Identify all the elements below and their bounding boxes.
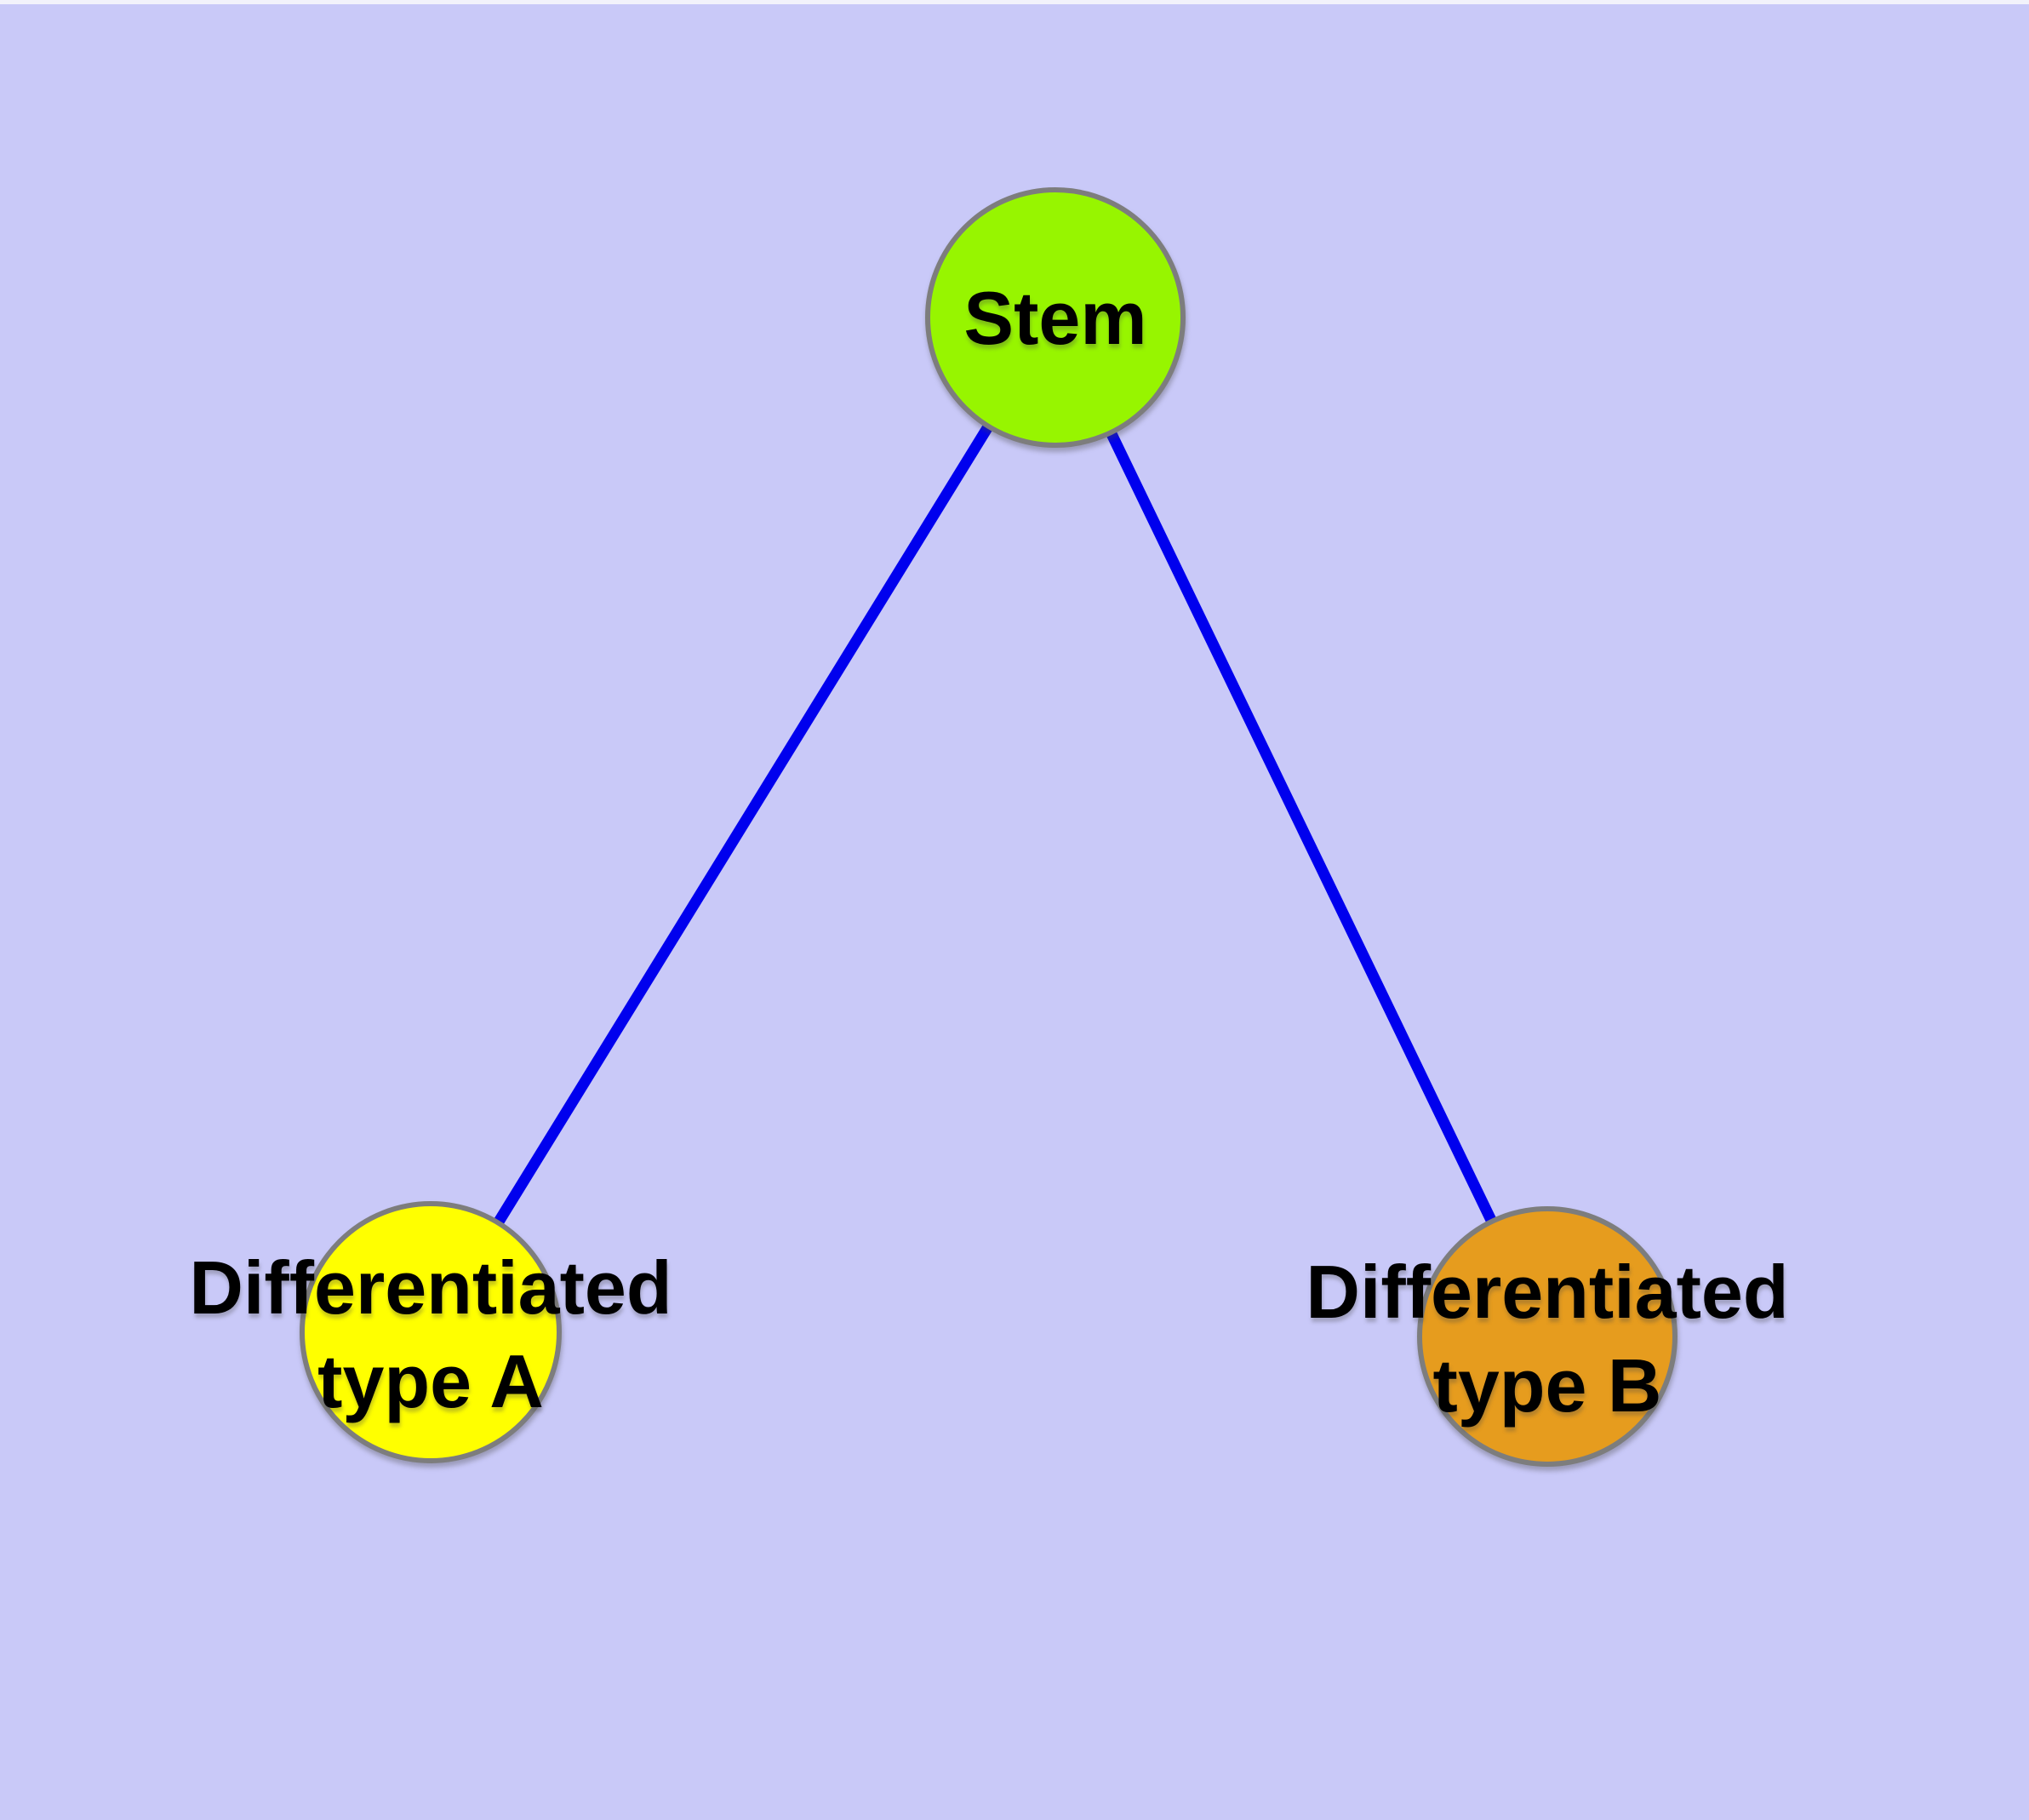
edge-stem-to-type-a (426, 314, 1060, 1336)
node-type-a-label-line2: type A (317, 1339, 544, 1423)
node-stem-circle (925, 187, 1186, 448)
edge-stem-to-type-b (1050, 315, 1552, 1339)
canvas-top-edge (0, 0, 2029, 4)
node-type-a-circle (300, 1201, 562, 1463)
node-stem: Stem (925, 187, 1186, 448)
node-type-a-label-line1: Differentiated (189, 1245, 672, 1330)
node-differentiated-type-a: Differentiated type A (189, 1201, 672, 1463)
node-type-b-circle (1417, 1206, 1677, 1467)
node-stem-label: Stem (963, 276, 1146, 360)
node-type-b-label-line1: Differentiated (1306, 1250, 1788, 1334)
node-differentiated-type-b: Differentiated type B (1306, 1206, 1789, 1467)
node-type-b-label-line2: type B (1433, 1343, 1662, 1428)
